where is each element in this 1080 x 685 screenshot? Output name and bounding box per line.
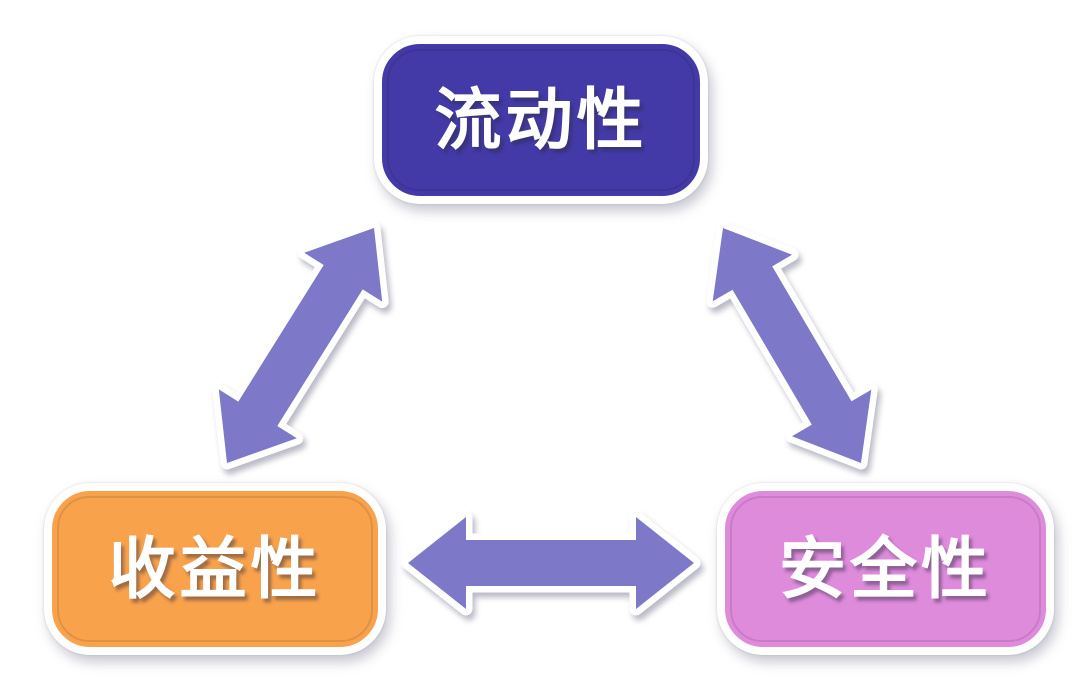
node-liquidity: 流动性 bbox=[374, 36, 708, 204]
arrow-profitability-safety bbox=[401, 510, 701, 616]
node-safety: 安全性 bbox=[717, 483, 1054, 655]
node-liquidity-label: 流动性 bbox=[434, 82, 648, 158]
arrow-liquidity-safety bbox=[706, 221, 878, 470]
node-profitability: 收益性 bbox=[44, 483, 386, 655]
arrow-liquidity-profitability bbox=[212, 221, 389, 470]
node-profitability-label: 收益性 bbox=[108, 531, 322, 607]
node-safety-label: 安全性 bbox=[779, 531, 992, 607]
